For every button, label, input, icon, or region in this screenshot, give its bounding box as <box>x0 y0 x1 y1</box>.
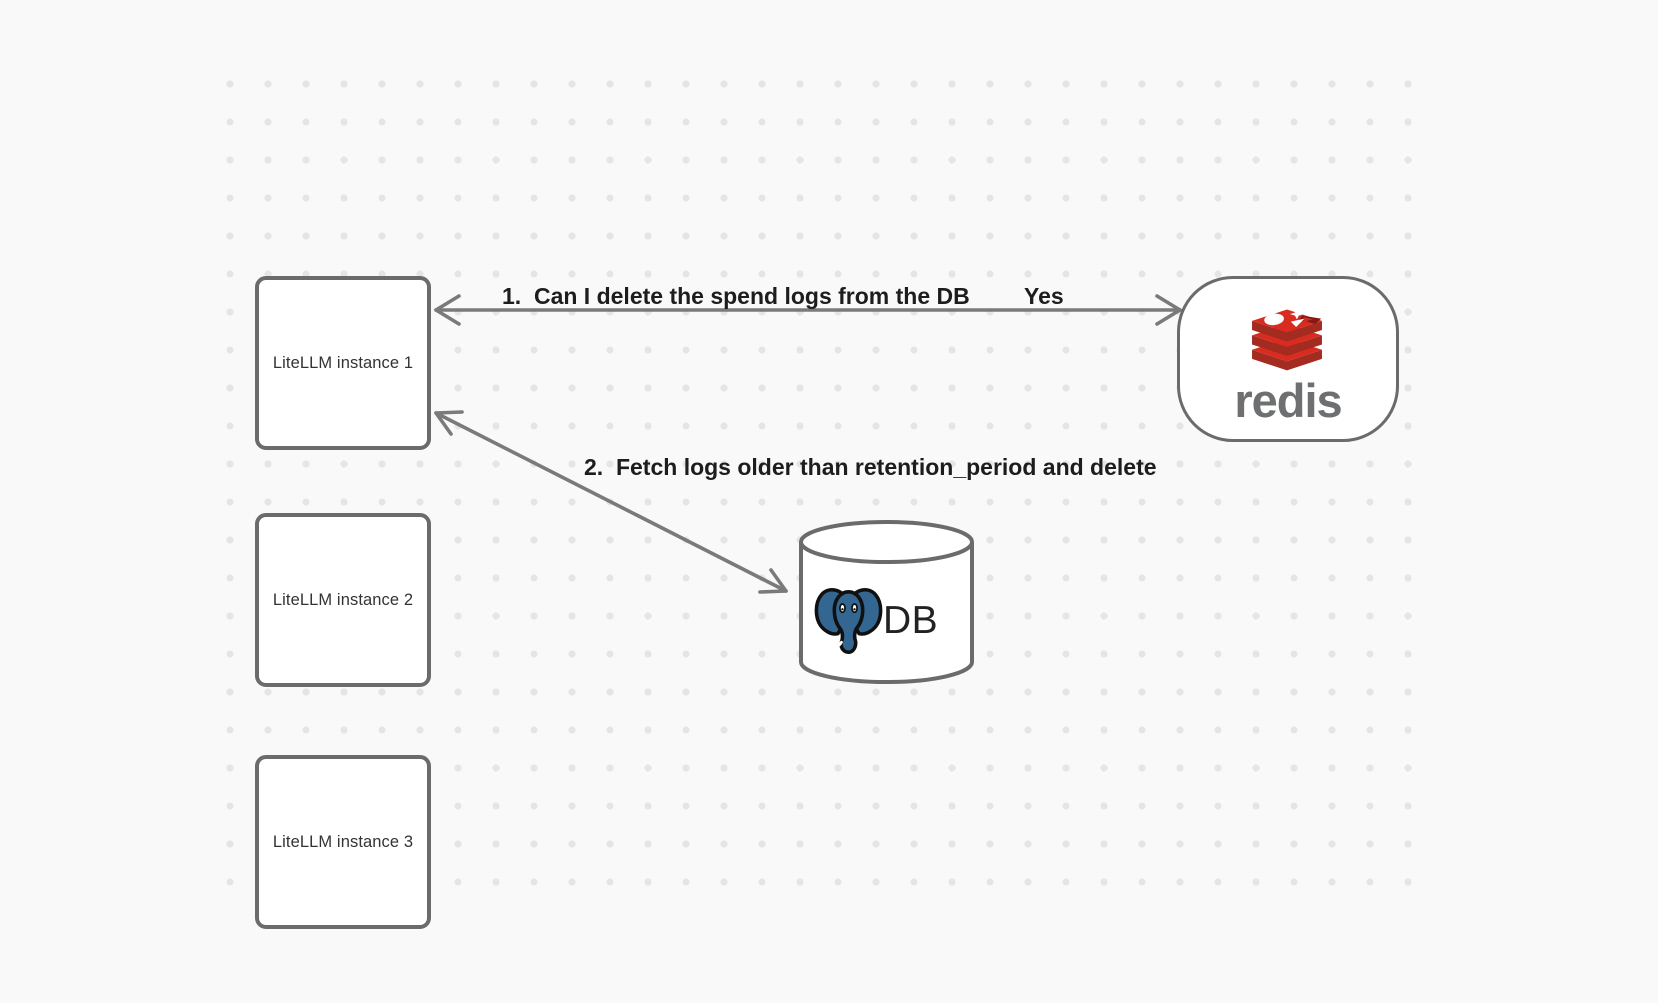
arrowhead-left-icon <box>434 294 461 326</box>
arrowhead-right-icon <box>1155 294 1182 326</box>
arrow-instance1-db <box>434 410 788 594</box>
node-litellm-instance-2-label: LiteLLM instance 2 <box>272 590 414 609</box>
arrow-instance1-redis <box>434 294 1182 326</box>
node-redis: redis <box>1177 276 1399 442</box>
node-litellm-instance-3: LiteLLM instance 3 <box>255 755 431 929</box>
redis-cube-stack-icon <box>1252 309 1322 371</box>
node-litellm-instance-1-label: LiteLLM instance 1 <box>272 353 414 372</box>
db-label: DB <box>883 599 939 642</box>
node-litellm-instance-1: LiteLLM instance 1 <box>255 276 431 450</box>
postgresql-elephant-icon <box>814 588 883 654</box>
arrow2-label: 2. Fetch logs older than retention_perio… <box>584 454 1157 480</box>
arrowhead-downright-icon <box>758 568 788 594</box>
arrowhead-upleft-icon <box>434 410 464 436</box>
arrow1-label: 1. Can I delete the spend logs from the … <box>502 283 970 309</box>
redis-wordmark: redis <box>1234 374 1342 427</box>
node-litellm-instance-3-label: LiteLLM instance 3 <box>272 832 414 851</box>
node-litellm-instance-2: LiteLLM instance 2 <box>255 513 431 687</box>
arrow1-answer-label: Yes <box>1024 283 1064 309</box>
